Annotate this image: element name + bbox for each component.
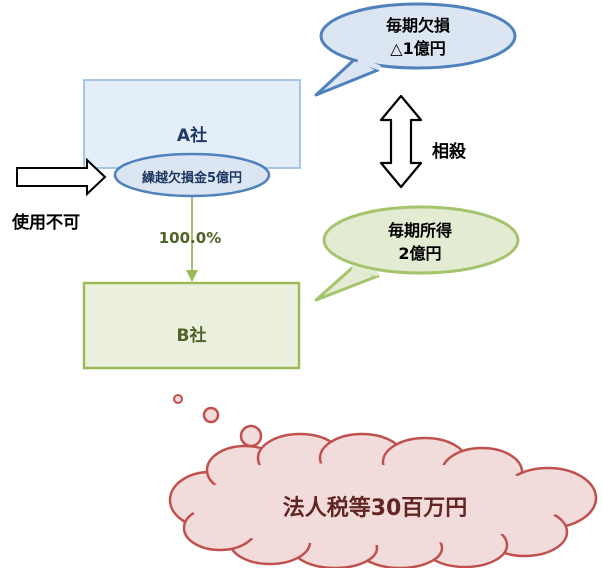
tax-amount-label: 法人税等30百万円 (282, 496, 468, 521)
ownership-percent: 100.0% (158, 229, 222, 247)
ownership-arrow (186, 190, 198, 282)
loss-bubble-line1: 毎期欠損 (385, 16, 450, 35)
company-b-box (82, 281, 301, 370)
thought-trail-dot-small (173, 394, 183, 404)
thought-trail-dot-medium (202, 406, 220, 424)
income-bubble-line2: 2億円 (398, 244, 442, 263)
loss-bubble-line2: △1億円 (390, 39, 446, 58)
company-b-label: B社 (176, 326, 207, 346)
carryover-loss-label: 繰越欠損金5億円 (141, 171, 243, 186)
right-arrow-icon (16, 157, 107, 197)
carryover-loss-oval (113, 152, 271, 198)
tax-thought-cloud (168, 432, 598, 568)
thought-trail-dot-large (239, 424, 263, 448)
offset-double-arrow-icon (379, 94, 423, 189)
company-a-label: A社 (176, 126, 208, 146)
income-bubble-line1: 毎期所得 (387, 221, 452, 240)
offset-label: 相殺 (432, 142, 466, 162)
income-speech-bubble (314, 205, 520, 302)
unusable-label: 使用不可 (12, 213, 80, 233)
loss-speech-bubble (314, 2, 517, 97)
